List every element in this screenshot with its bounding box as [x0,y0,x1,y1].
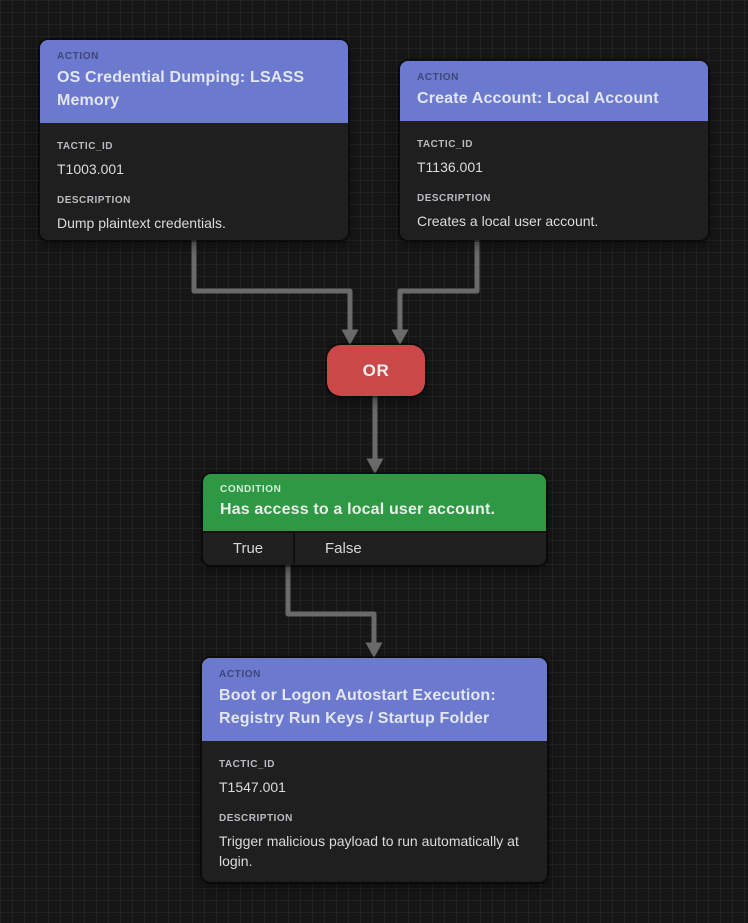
node-title: Boot or Logon Autostart Execution: Regis… [219,687,496,727]
node-type-label: ACTION [417,72,459,83]
arrowhead-down-icon [365,642,383,658]
node-or-operator[interactable]: OR [327,345,425,396]
arrowhead-down-icon [341,329,359,345]
edge-action2-to-or[interactable] [391,240,480,345]
arrowhead-down-icon [391,329,409,345]
node-title: Create Account: Local Account [417,90,659,107]
field-value: Creates a local user account. [417,213,599,229]
node-type-label: ACTION [57,51,99,62]
node-action-create-account[interactable]: ACTION Create Account: Local Account TAC… [400,61,708,240]
node-type-label: CONDITION [220,484,282,495]
or-operator-label: OR [362,360,390,380]
branch-false[interactable]: False [325,540,362,557]
action-node-header: ACTION Create Account: Local Account [400,61,708,121]
arrowhead-down-icon [366,458,384,474]
field-label: TACTIC_ID [219,759,275,770]
field-value: T1136.001 [417,159,483,175]
field-label: TACTIC_ID [57,141,113,152]
action-node-header: ACTION Boot or Logon Autostart Execution… [202,658,547,741]
field-label: DESCRIPTION [219,813,293,824]
node-title: Has access to a local user account. [220,501,496,518]
condition-branch-row: True False [203,531,546,564]
node-action-os-credential-dumping[interactable]: ACTION OS Credential Dumping: LSASS Memo… [40,40,348,240]
edge-condition-true-to-action3[interactable] [285,563,383,658]
edge-or-to-condition[interactable] [366,394,384,474]
node-action-boot-logon-autostart[interactable]: ACTION Boot or Logon Autostart Execution… [202,658,547,882]
node-title: OS Credential Dumping: LSASS Memory [57,69,305,109]
field-value: T1547.001 [219,779,286,795]
node-type-label: ACTION [219,669,261,680]
node-condition-local-account[interactable]: CONDITION Has access to a local user acc… [203,474,546,565]
node-body: TACTIC_ID T1547.001 DESCRIPTION Trigger … [202,741,547,882]
edge-action1-to-or[interactable] [191,240,359,345]
field-label: DESCRIPTION [57,195,131,206]
field-label: TACTIC_ID [417,139,473,150]
node-body: TACTIC_ID T1136.001 DESCRIPTION Creates … [400,121,708,240]
field-label: DESCRIPTION [417,193,491,204]
action-node-header: ACTION OS Credential Dumping: LSASS Memo… [40,40,348,123]
field-value: T1003.001 [57,161,124,177]
node-body: TACTIC_ID T1003.001 DESCRIPTION Dump pla… [40,123,348,240]
condition-node-header: CONDITION Has access to a local user acc… [203,474,546,531]
field-value: Trigger malicious payload to run automat… [219,833,519,869]
branch-true[interactable]: True [203,533,295,564]
field-value: Dump plaintext credentials. [57,215,226,231]
